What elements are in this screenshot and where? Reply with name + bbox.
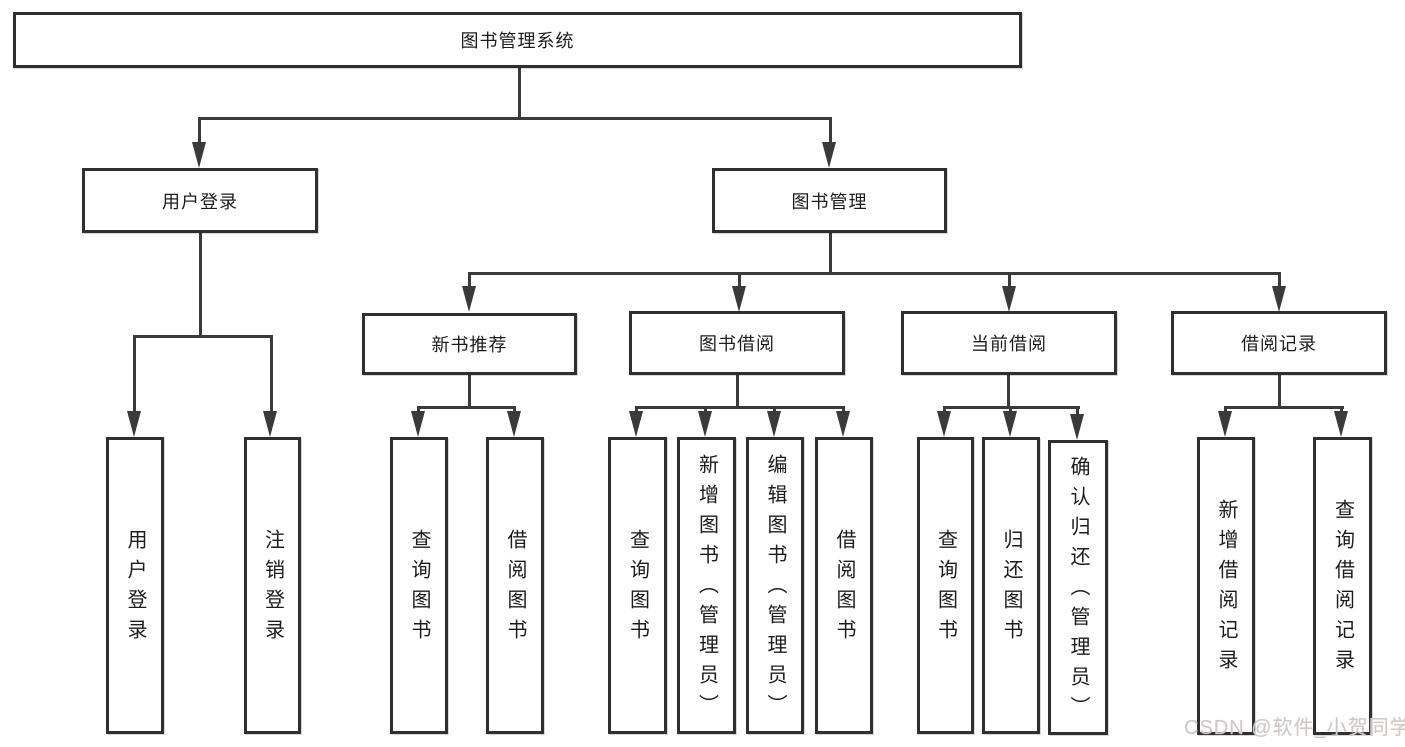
leaf-newbook-borrow-books-label: 借阅图书 [504,528,526,649]
connector-line [738,272,741,288]
leaf-return-books: 归还图书 [982,437,1040,734]
connector-line [199,233,202,338]
node-root-label: 图书管理系统 [460,31,575,51]
leaf-borrowing-borrow-books-label: 借阅图书 [833,528,855,649]
connector-line [198,117,831,120]
arrowhead-down-icon [698,411,712,437]
node-book-management-label: 图书管理 [791,191,868,212]
connector-line [842,406,845,415]
connector-line [513,406,516,415]
leaf-borrowing-query-books: 查询图书 [608,437,667,734]
leaf-user-login-label: 用户登录 [124,528,146,649]
leaf-logout-label: 注销登录 [261,528,284,649]
connector-line [1340,406,1343,415]
leaf-add-books-admin: 新增图书（管理员） [677,437,736,734]
connector-line [1224,406,1344,409]
csdn-watermark: CSDN @软件_小贺同学 [1184,717,1405,739]
node-user-login: 用户登录 [82,168,318,233]
leaf-user-login: 用户登录 [106,437,164,734]
connector-line [133,335,136,411]
connector-line [198,117,201,145]
connector-line [518,68,521,118]
connector-line [468,272,1281,275]
connector-line [417,406,420,415]
node-root: 图书管理系统 [13,12,1022,68]
arrowhead-down-icon [1002,286,1016,312]
connector-line [1076,406,1079,415]
arrowhead-down-icon [767,411,781,437]
connector-line [635,406,845,409]
arrowhead-down-icon [836,411,850,437]
connector-line [468,272,471,288]
arrowhead-down-icon [263,411,277,437]
leaf-return-books-label: 归还图书 [1000,528,1022,649]
node-borrow-records-label: 借阅记录 [1241,334,1317,354]
leaf-newbook-query-books: 查询图书 [390,437,448,734]
arrowhead-down-icon [937,411,951,437]
arrowhead-down-icon [192,142,206,168]
node-book-borrowing-label: 图书借阅 [699,334,775,354]
arrowhead-down-icon [462,286,476,312]
leaf-add-borrow-record-label: 新增借阅记录 [1215,499,1237,679]
leaf-current-query-books-label: 查询图书 [934,528,957,649]
connector-line [1007,375,1010,409]
leaf-newbook-borrow-books: 借阅图书 [486,437,544,734]
connector-line [704,406,707,415]
node-new-book-recommend: 新书推荐 [362,313,577,375]
arrowhead-down-icon [1070,414,1084,440]
connector-line [1224,406,1227,415]
leaf-newbook-query-books-label: 查询图书 [408,528,430,649]
connector-line [1008,272,1011,288]
arrowhead-down-icon [1334,411,1348,437]
connector-line [468,375,471,409]
arrowhead-down-icon [822,142,836,168]
connector-line [270,335,273,411]
leaf-borrowing-borrow-books: 借阅图书 [815,437,873,734]
arrowhead-down-icon [1272,286,1286,312]
leaf-edit-books-admin: 编辑图书（管理员） [746,437,804,734]
node-user-login-label: 用户登录 [162,191,238,212]
connector-line [635,406,638,415]
connector-line [133,335,273,338]
leaf-query-borrow-record: 查询借阅记录 [1313,437,1372,735]
connector-line [736,375,739,409]
arrowhead-down-icon [1218,411,1232,437]
leaf-borrowing-query-books-label: 查询图书 [626,528,649,649]
leaf-add-borrow-record: 新增借阅记录 [1197,437,1255,735]
arrowhead-down-icon [1003,411,1017,437]
leaf-current-query-books: 查询图书 [917,437,974,734]
node-book-borrowing: 图书借阅 [629,311,845,375]
node-new-book-recommend-label: 新书推荐 [431,335,508,355]
arrowhead-down-icon [507,411,521,437]
node-book-management: 图书管理 [712,168,947,233]
connector-line [1278,375,1281,409]
connector-line [417,406,516,409]
node-current-borrowing-label: 当前借阅 [971,334,1047,354]
arrowhead-down-icon [127,411,141,437]
leaf-confirm-return-admin: 确认归还（管理员） [1048,440,1108,735]
connector-line [829,233,832,275]
arrowhead-down-icon [629,411,643,437]
leaf-query-borrow-record-label: 查询借阅记录 [1331,499,1354,679]
arrowhead-down-icon [411,411,425,437]
connector-line [943,406,946,415]
connector-line [1278,272,1281,288]
node-borrow-records: 借阅记录 [1171,311,1387,375]
arrowhead-down-icon [732,286,746,312]
leaf-edit-books-admin-label: 编辑图书（管理员） [764,453,786,724]
connector-line [773,406,776,415]
leaf-confirm-return-admin-label: 确认归还（管理员） [1067,455,1089,726]
node-current-borrowing: 当前借阅 [901,311,1117,375]
connector-line [1009,406,1012,415]
connector-line [829,117,832,145]
leaf-add-books-admin-label: 新增图书（管理员） [695,453,718,724]
leaf-logout: 注销登录 [244,437,301,734]
